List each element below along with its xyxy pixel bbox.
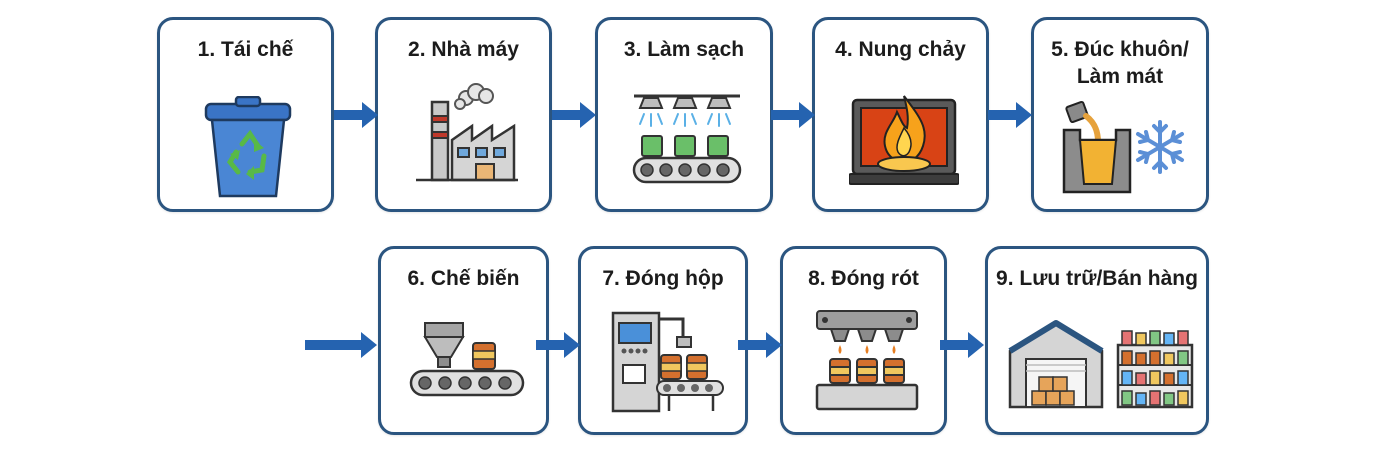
step-factory: 2. Nhà máy	[375, 17, 552, 212]
arrow-right-icon	[771, 102, 815, 128]
step-label: 1. Tái chế	[197, 38, 294, 61]
arrow-right-icon	[552, 102, 596, 128]
arrow-right-icon	[738, 332, 782, 358]
step-recycle: 1. Tái chế	[157, 17, 334, 212]
step-label: 4. Nung chảy	[835, 38, 966, 61]
step-molding-cooling: 5. Đúc khuôn/ Làm mát	[1031, 17, 1209, 212]
filling-machine-icon	[815, 310, 919, 411]
canning-machine-icon	[611, 311, 724, 413]
step-cleaning: 3. Làm sạch	[595, 17, 773, 212]
arrow-right-icon	[305, 332, 377, 358]
step-label: 8. Đóng rót	[808, 267, 919, 290]
warehouse-store-icon	[1008, 320, 1194, 409]
step-filling: 8. Đóng rót	[780, 246, 947, 435]
step-processing: 6. Chế biến	[378, 246, 549, 435]
recycle-bin-icon	[204, 96, 292, 198]
arrow-right-icon	[536, 332, 580, 358]
cleaning-conveyor-icon	[632, 94, 742, 184]
arrow-right-icon	[334, 102, 378, 128]
step-label: 7. Đóng hộp	[602, 267, 724, 290]
arrow-right-icon	[940, 332, 984, 358]
step-label: 2. Nhà máy	[408, 38, 519, 61]
step-storage-sales: 9. Lưu trữ/Bán hàng	[985, 246, 1209, 435]
processing-conveyor-icon	[409, 322, 525, 397]
mold-cooling-icon	[1062, 100, 1184, 194]
factory-icon	[416, 83, 518, 182]
step-label: 6. Chế biến	[407, 267, 520, 290]
step-melting: 4. Nung chảy	[812, 17, 989, 212]
step-label: 9. Lưu trữ/Bán hàng	[996, 267, 1198, 290]
arrow-right-icon	[988, 102, 1032, 128]
step-label: 5. Đúc khuôn/ Làm mát	[1051, 38, 1189, 88]
step-label: 3. Làm sạch	[623, 38, 745, 61]
furnace-icon	[849, 95, 959, 185]
step-canning: 7. Đóng hộp	[578, 246, 748, 435]
